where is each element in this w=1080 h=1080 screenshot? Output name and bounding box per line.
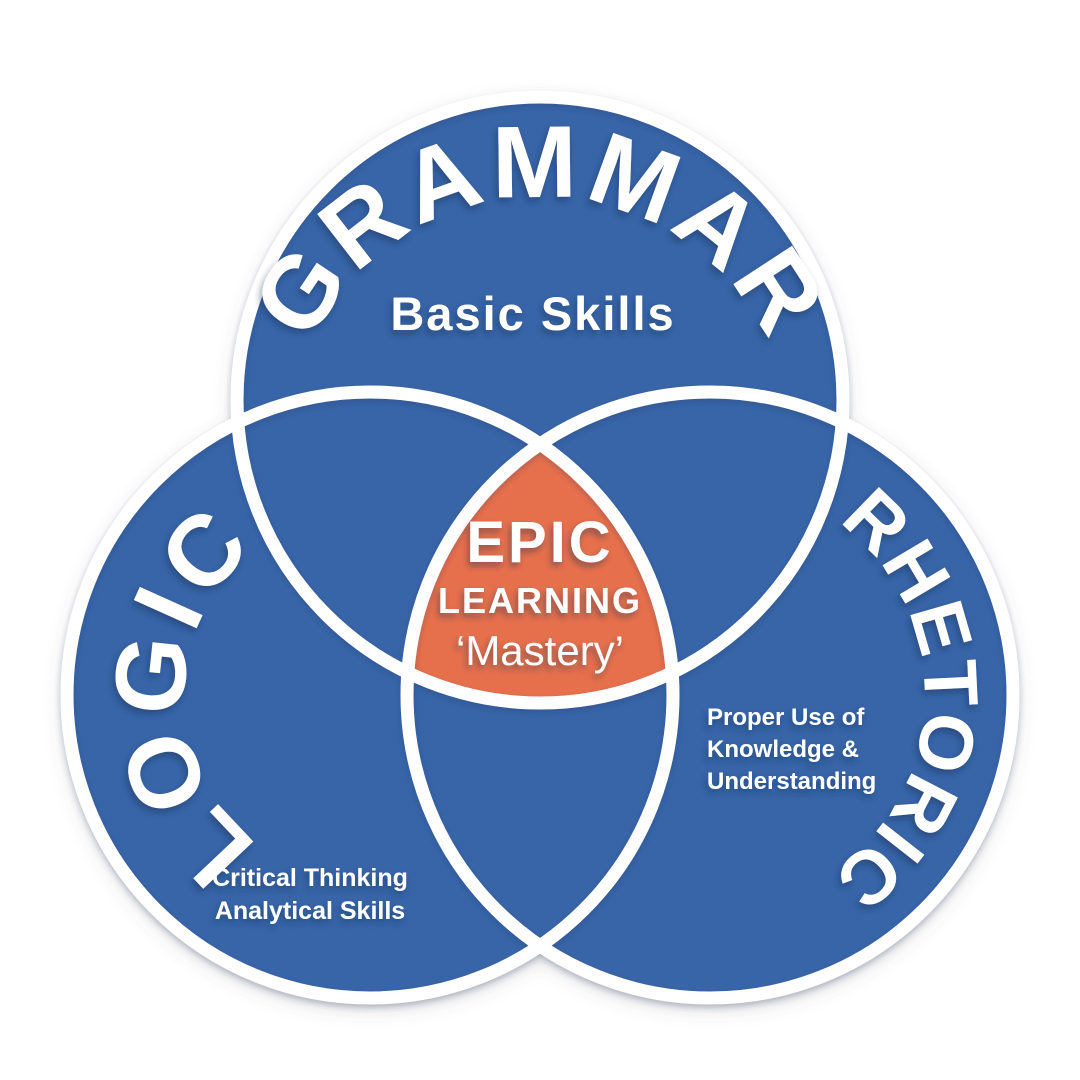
center-tagline: ‘Mastery’: [456, 627, 624, 674]
rhetoric-note-line-3: Understanding: [707, 768, 876, 795]
rhetoric-note-line-2: Knowledge &: [707, 736, 859, 763]
logic-circle-outline: [60, 385, 680, 1005]
grammar-circle-outline: [230, 90, 850, 710]
center-subtitle: LEARNING: [438, 580, 642, 621]
logic-note-line-2: Analytical Skills: [215, 897, 405, 925]
circle-outlines: [60, 90, 1020, 1005]
center-title: EPIC: [466, 510, 613, 575]
rhetoric-circle-outline: [400, 385, 1020, 1005]
grammar-subtitle: Basic Skills: [390, 287, 675, 340]
rhetoric-note-line-1: Proper Use of: [707, 704, 865, 731]
logic-note-line-1: Critical Thinking: [212, 864, 408, 892]
